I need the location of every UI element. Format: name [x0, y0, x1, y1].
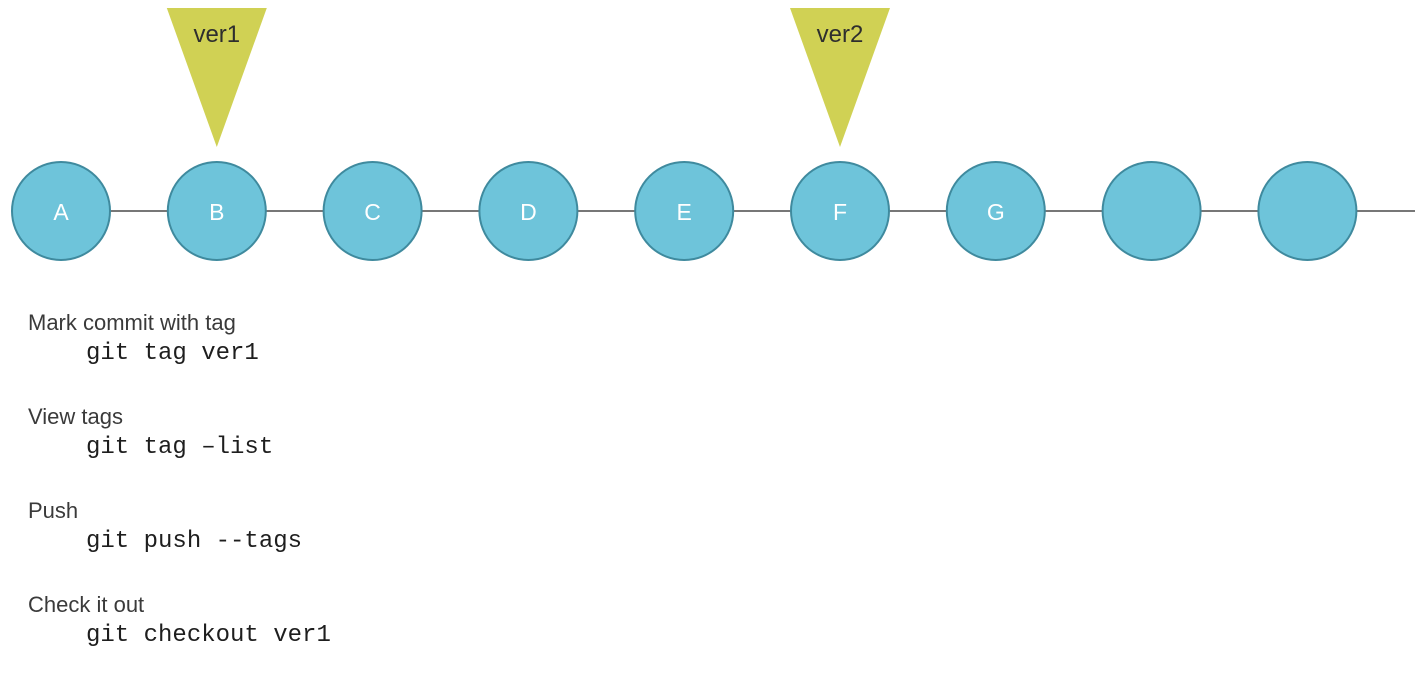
commit-node-b: B — [166, 161, 267, 261]
commit-circle — [166, 161, 267, 261]
instruction-description: View tags — [28, 404, 123, 429]
commit-label: B — [209, 199, 224, 225]
tag-triangle — [790, 8, 890, 147]
tags-layer: ver1 ver2 — [166, 8, 890, 147]
instruction-check-it-out: Check it out git checkout ver1 — [28, 590, 331, 684]
instruction-push: Push git push --tags — [28, 496, 331, 590]
instruction-command: git tag ver1 — [86, 340, 259, 367]
instruction-command: git push --tags — [86, 528, 303, 555]
commit-circle — [478, 161, 579, 261]
instruction-view-tags: View tags git tag –list — [28, 402, 331, 496]
commit-label: A — [53, 199, 69, 225]
instruction-mark-commit-with-tag: Mark commit with tag git tag ver1 — [28, 308, 331, 402]
commit-circle — [322, 161, 423, 261]
instruction-command: git checkout ver1 — [86, 622, 331, 649]
commit-node — [1257, 161, 1358, 261]
instruction-description: Mark commit with tag — [28, 310, 236, 335]
commit-node-c: C — [322, 161, 423, 261]
tag-label: ver2 — [817, 21, 864, 48]
commit-circle — [634, 161, 735, 261]
commit-circle — [11, 161, 111, 261]
tag-label: ver1 — [193, 21, 240, 48]
commit-circle — [945, 161, 1046, 261]
instructions-list: Mark commit with tag git tag ver1 View t… — [28, 308, 331, 684]
commit-node-f: F — [790, 161, 890, 261]
commit-circle — [1101, 161, 1202, 261]
instruction-description: Push — [28, 498, 79, 523]
tag-marker-ver2: ver2 — [790, 8, 890, 147]
commit-label: E — [677, 199, 692, 225]
commit-timeline-diagram: ver1 ver2 A B C D E F G — [11, 8, 1415, 261]
commit-label: G — [987, 199, 1005, 225]
commit-circle — [790, 161, 890, 261]
commit-node-a: A — [11, 161, 111, 261]
commit-node-d: D — [478, 161, 579, 261]
commit-circle — [1257, 161, 1358, 261]
commit-node — [1101, 161, 1202, 261]
commit-label: C — [364, 199, 381, 225]
commit-label: F — [833, 199, 847, 225]
instruction-description: Check it out — [28, 592, 145, 617]
commit-node-e: E — [634, 161, 735, 261]
commits-layer: A B C D E F G — [11, 161, 1358, 261]
instruction-command: git tag –list — [86, 434, 274, 461]
tag-triangle — [166, 8, 267, 147]
tag-marker-ver1: ver1 — [166, 8, 267, 147]
commit-label: D — [520, 199, 537, 225]
commit-node-g: G — [945, 161, 1046, 261]
